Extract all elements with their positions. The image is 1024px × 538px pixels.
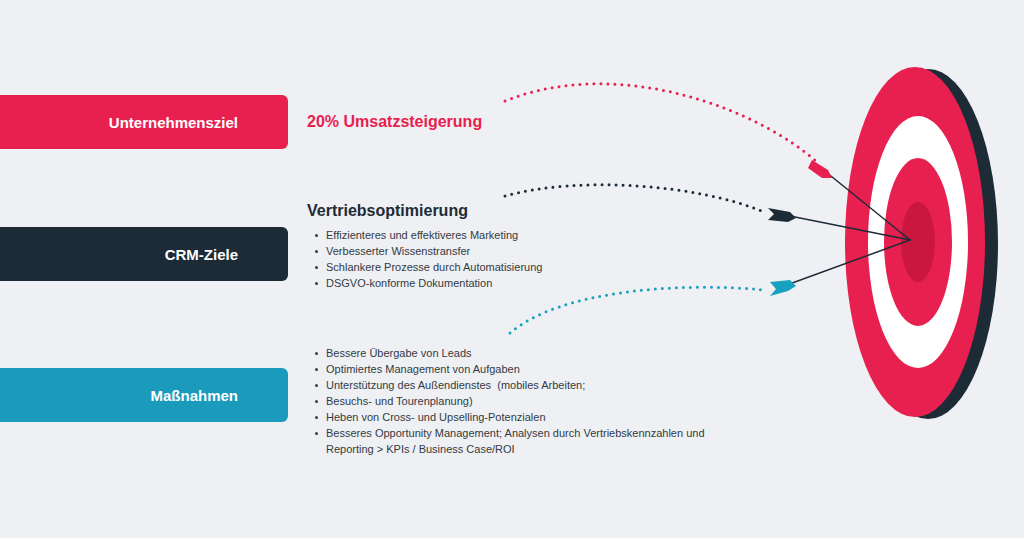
goal-value: 20% Umsatzsteigerung: [307, 113, 482, 131]
crm-heading: Vertriebsoptimierung: [307, 202, 468, 220]
arrow-fletching: [768, 208, 796, 222]
band-label: CRM-Ziele: [165, 246, 238, 263]
bullet-dot: [315, 234, 318, 237]
bullet-dot: [315, 400, 318, 403]
arrow-fletching: [808, 160, 832, 178]
bullet-item: Verbesserter Wissenstransfer: [314, 243, 754, 259]
band-label: Maßnahmen: [150, 387, 238, 404]
bullet-item: Unterstützung des Außendienstes (mobiles…: [314, 377, 754, 393]
bullet-dot: [315, 384, 318, 387]
bullet-text: Effizienteres und effektiveres Marketing: [326, 229, 518, 241]
bullet-item: Effizienteres und effektiveres Marketing: [314, 227, 754, 243]
target-ring: [845, 67, 985, 417]
dotted-curve: [505, 84, 818, 163]
arrow-shaft: [826, 172, 910, 240]
goal-band: Unternehmensziel: [0, 95, 288, 149]
target-ring: [884, 158, 952, 326]
bullet-dot: [315, 266, 318, 269]
bullet-text: DSGVO-konforme Dokumentation: [326, 277, 492, 289]
bullet-dot: [315, 368, 318, 371]
target-ring: [868, 116, 968, 368]
bullet-text: Verbesserter Wissenstransfer: [326, 245, 470, 257]
goal-band: CRM-Ziele: [0, 227, 288, 281]
bullet-text: Bessere Übergabe von Leads: [326, 347, 472, 359]
bullet-text: Besuchs- und Tourenplanung): [326, 395, 473, 407]
bullet-text: Heben von Cross- und Upselling-Potenzial…: [326, 411, 546, 423]
bullet-dot: [315, 416, 318, 419]
dotted-curve: [505, 185, 764, 212]
bullet-text: Schlankere Prozesse durch Automatisierun…: [326, 261, 542, 273]
band-label: Unternehmensziel: [109, 114, 238, 131]
arrow-fletching: [770, 280, 796, 296]
bullet-item: Heben von Cross- und Upselling-Potenzial…: [314, 409, 754, 425]
dotted-curve: [510, 287, 764, 333]
bullet-text: Besseres Opportunity Management; Analyse…: [326, 427, 708, 455]
bullet-item: Besseres Opportunity Management; Analyse…: [314, 425, 754, 457]
arrow-shaft: [784, 240, 910, 286]
arrow-shaft: [780, 214, 910, 240]
bullet-item: Bessere Übergabe von Leads: [314, 345, 754, 361]
bullet-dot: [315, 282, 318, 285]
bullet-item: Optimiertes Management von Aufgaben: [314, 361, 754, 377]
bullet-dot: [315, 352, 318, 355]
bullet-text: Unterstützung des Außendienstes (mobiles…: [326, 379, 585, 391]
bullet-item: Besuchs- und Tourenplanung): [314, 393, 754, 409]
bullet-item: Schlankere Prozesse durch Automatisierun…: [314, 259, 754, 275]
bullet-item: DSGVO-konforme Dokumentation: [314, 275, 754, 291]
bullet-dot: [315, 250, 318, 253]
bullet-dot: [315, 432, 318, 435]
goal-band: Maßnahmen: [0, 368, 288, 422]
bullet-text: Optimiertes Management von Aufgaben: [326, 363, 520, 375]
